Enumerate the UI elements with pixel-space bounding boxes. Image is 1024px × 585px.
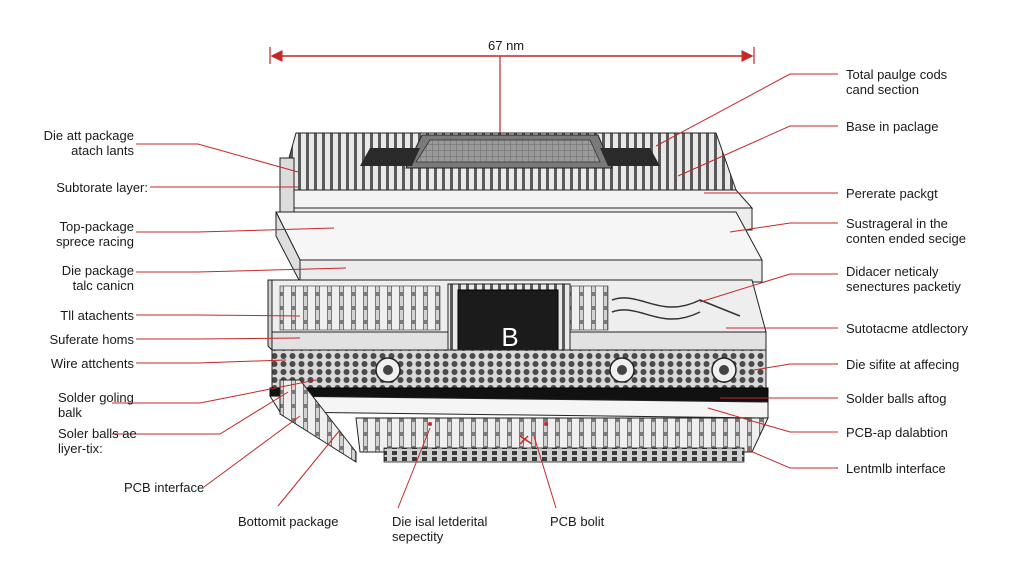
leaders-left [112,143,347,435]
label-top-package-spacer: Top-package sprece racing [55,219,134,249]
label-lentmlb-interface: Lentmlb interface [846,461,946,476]
leader-line [112,379,317,404]
label-pererate-package: Pererate packgt [846,186,938,201]
label-substrate-layer: Subtorate layer: [56,180,148,195]
attachment-row [271,349,767,391]
leader-line [747,449,838,469]
label-die-isal-letderital: Die isal letderital sepectity [392,514,488,544]
label-die-sifite: Die sifite at affecing [846,357,960,372]
label-solder-balls-aftog: Solder balls aftog [846,391,947,406]
leader-line [277,429,341,507]
leaders-right [655,73,838,469]
leaders-bottom [203,415,557,509]
leader-line [136,267,347,273]
pcb-base [279,379,769,463]
label-base-in-package: Base in paclage [846,119,939,134]
leader-line [729,222,838,233]
label-bottomit-package: Bottomit package [238,514,339,529]
die-letter: B [501,322,519,352]
leader-line [136,227,335,233]
leader-line [533,435,557,509]
leader-line [397,427,431,509]
label-suferate-homs: Suferate homs [49,332,134,347]
label-tll-attachments: Tll atachents [60,308,134,323]
leader-line [136,337,301,340]
label-die-attach-package: Die att package atach lants [43,128,134,158]
dimension-label: 67 nm [488,38,525,53]
label-soler-balls: Soler balls ae liyer-tix: [58,426,137,456]
label-pcb-ap-dalabtion: PCB-ap dalabtion [846,425,948,440]
leader-line [136,143,299,173]
leader-line [136,314,301,317]
label-solder-goling-balk: Solder goling balk [58,390,134,420]
leader-line [136,359,287,364]
solder-layer [269,387,769,419]
leader-line [699,273,838,303]
label-total-package: Total paulge cods cand section [846,67,948,97]
leader-line [753,363,838,371]
leader-line [707,407,838,433]
leader-line [112,391,289,435]
leader-line [655,73,838,147]
label-pcb-interface: PCB interface [124,480,205,495]
spacer-plate [275,211,763,283]
label-sutotacme: Sutotacme atdlectory [846,321,969,336]
label-didacer: Didacer neticaly senectures packetiy [846,264,961,294]
label-sustrageral: Sustrageral in the conten ended secige [846,216,966,246]
label-die-package: Die package talc canicn [61,263,134,293]
leader-line [203,415,301,488]
label-pcb-bolit: PCB bolit [550,514,605,529]
leader-line [677,125,838,177]
label-wire-attachments: Wire attchents [50,356,134,371]
